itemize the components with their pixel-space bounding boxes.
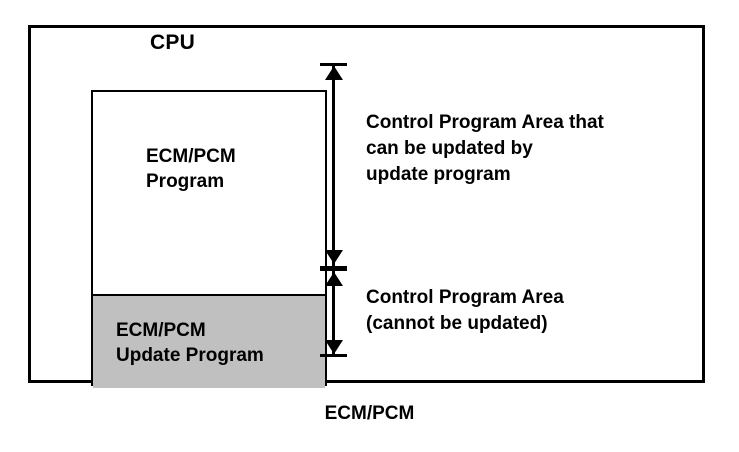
arrowhead-down-icon <box>324 340 343 354</box>
dimension-tick-top <box>320 268 347 271</box>
diagram-caption: ECM/PCM <box>324 403 415 424</box>
dimension-arrow-non-updatable-area <box>320 268 347 360</box>
arrowhead-up-icon <box>324 66 343 80</box>
dimension-shaft <box>332 65 335 269</box>
cpu-boundary-box: ECM/PCM Program ECM/PCM Update Program <box>28 25 705 388</box>
cpu-label: CPU <box>150 31 195 54</box>
annotation-non-updatable-area: Control Program Area (cannot be updated) <box>366 287 564 334</box>
memory-region-label-program: ECM/PCM Program <box>146 146 236 192</box>
dimension-shaft <box>332 271 335 357</box>
memory-region-ecm-pcm-update-program: ECM/PCM Update Program <box>93 296 325 388</box>
memory-map-box: ECM/PCM Program ECM/PCM Update Program <box>91 90 327 388</box>
dimension-tick-bottom <box>320 266 347 269</box>
dimension-tick-bottom <box>320 354 347 357</box>
dimension-tick-top <box>320 63 347 66</box>
arrowhead-up-icon <box>324 272 343 286</box>
annotation-updatable-area: Control Program Area that can be updated… <box>366 112 604 185</box>
memory-region-label-update-program: ECM/PCM Update Program <box>116 320 264 366</box>
memory-region-ecm-pcm-program: ECM/PCM Program <box>93 92 325 296</box>
arrowhead-down-icon <box>324 250 343 264</box>
dimension-arrow-updatable-area <box>320 63 347 271</box>
